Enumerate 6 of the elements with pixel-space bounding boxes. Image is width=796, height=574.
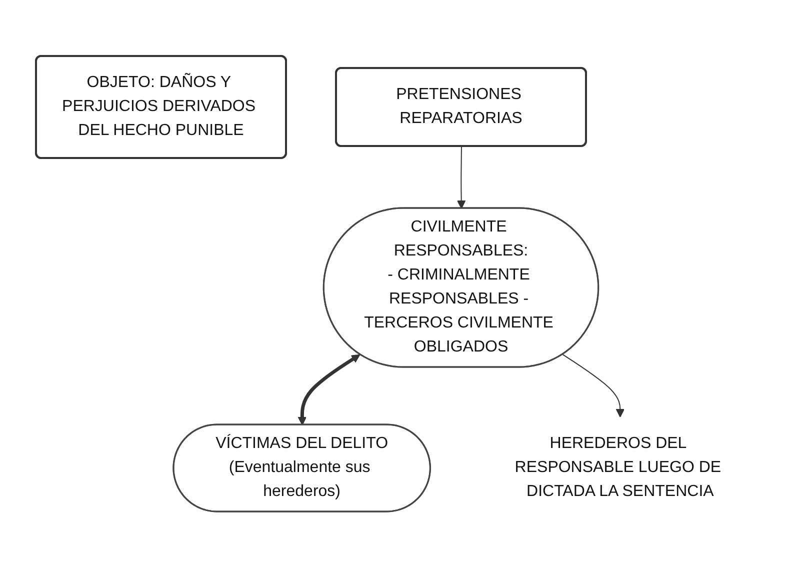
- node-text: PRETENSIONES REPARATORIAS: [396, 86, 522, 126]
- node-text: OBJETO: DAÑOS Y PERJUICIOS DERIVADOS DEL HECHO PUNIBLE: [62, 74, 256, 138]
- arrow: [456, 146, 466, 208]
- node-text: HEREDEROS DEL RESPONSABLE LUEGO DE DICTADA LA SENTENCIA: [514, 434, 721, 500]
- arrow: [298, 354, 360, 425]
- arrow: [562, 354, 624, 417]
